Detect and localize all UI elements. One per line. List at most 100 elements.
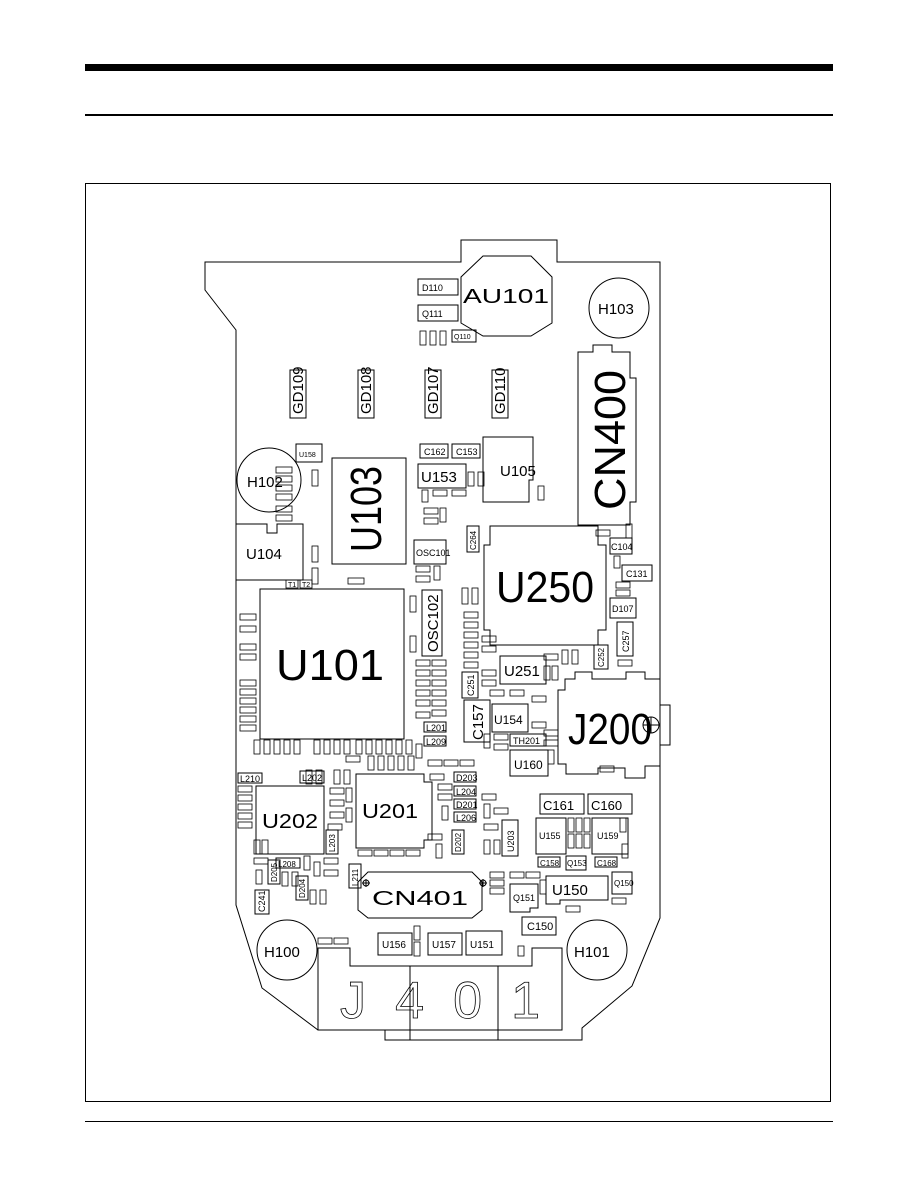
c158-outline [537, 856, 561, 868]
d204-label: D204 [298, 878, 307, 898]
l211-label: L211 [351, 868, 360, 886]
h100-label: H100 [264, 944, 300, 961]
u103-label: U103 [342, 466, 391, 552]
l206-outline [453, 811, 477, 823]
u201-label: U201 [362, 801, 418, 823]
l209-label: L209 [426, 737, 446, 747]
au101-outline [460, 255, 553, 337]
u101-label: U101 [276, 641, 384, 690]
d202-label: D202 [454, 832, 463, 852]
u251-outline [499, 655, 547, 685]
c168-outline [594, 856, 618, 868]
u151-label: U151 [470, 940, 494, 951]
c264-outline [466, 525, 480, 553]
c168-label: C168 [597, 859, 617, 868]
q151-outline [509, 883, 539, 913]
c104-label: C104 [611, 542, 633, 552]
u159-label: U159 [597, 831, 619, 841]
q153-outline [565, 855, 587, 871]
u103-outline [331, 457, 407, 565]
u250-label: U250 [496, 563, 594, 612]
header-rule-thick [85, 64, 833, 71]
osc102-label: OSC102 [425, 594, 442, 652]
u158-outline [295, 443, 323, 463]
h103-label: H103 [598, 301, 634, 318]
c162-label: C162 [424, 447, 446, 457]
u151-outline [465, 930, 503, 956]
d203-label: D203 [456, 773, 478, 783]
gd107-outline [424, 369, 442, 419]
l208-label: L208 [278, 860, 296, 869]
c251-label: C251 [466, 674, 476, 696]
cn400-label: CN400 [586, 370, 635, 510]
c160-outline [587, 793, 633, 815]
u153-outline [417, 463, 467, 489]
d107-label: D107 [612, 604, 634, 614]
gd110-label: GD110 [492, 368, 509, 414]
l210-outline [237, 772, 263, 784]
c162-outline [419, 443, 449, 459]
u155-outline [535, 817, 567, 855]
d201-outline [453, 798, 477, 810]
c252-outline [593, 644, 609, 670]
l210-label: L210 [240, 774, 260, 784]
q111-outline [417, 304, 459, 322]
c153-outline [451, 443, 481, 459]
d202-outline [451, 829, 465, 855]
u155-label: U155 [539, 831, 561, 841]
d110-label: D110 [422, 283, 443, 293]
h101-outline [566, 919, 628, 981]
c104-outline [609, 537, 633, 555]
j401-label: J401 [340, 972, 540, 1030]
osc101-outline [413, 539, 447, 565]
d110-outline [417, 278, 459, 296]
u251-label: U251 [504, 663, 540, 680]
u156-label: U156 [382, 940, 406, 951]
h101-label: H101 [574, 944, 610, 961]
d107-outline [609, 597, 637, 619]
small-passive-footprints [237, 330, 633, 957]
u157-label: U157 [432, 940, 456, 951]
l206-label: L206 [456, 813, 476, 823]
board-outline [204, 239, 661, 1041]
h102-label: H102 [247, 474, 283, 491]
u154-outline [491, 703, 529, 733]
t2-label: T2 [302, 582, 310, 589]
u154-label: U154 [494, 713, 523, 727]
c257-outline [616, 621, 634, 657]
u156-outline [377, 932, 413, 956]
u202-label: U202 [262, 811, 318, 833]
u159-outline [591, 817, 629, 855]
c131-outline [621, 564, 653, 582]
c252-label: C252 [597, 647, 606, 667]
l211-outline [348, 863, 362, 889]
c157-label: C157 [470, 704, 487, 740]
u104-label: U104 [246, 546, 282, 563]
c241-label: C241 [257, 890, 267, 912]
u101-outline [259, 588, 405, 740]
c131-label: C131 [626, 569, 648, 579]
q150-label: Q150 [614, 879, 634, 888]
u153-label: U153 [421, 469, 457, 486]
d203-outline [453, 771, 477, 783]
gd108-outline [357, 369, 375, 419]
t1-label: T1 [288, 582, 296, 589]
q151-label: Q151 [513, 893, 535, 903]
c264-label: C264 [469, 530, 478, 550]
c158-label: C158 [540, 859, 560, 868]
c157-outline [463, 699, 491, 743]
j200-label: J200 [568, 705, 652, 754]
h102-outline [236, 447, 302, 513]
u150-label: U150 [552, 882, 588, 899]
u104-outline [235, 523, 304, 581]
header-rule-thin [85, 114, 833, 116]
gd107-label: GD107 [425, 366, 442, 414]
u203-label: U203 [506, 830, 516, 852]
u105-outline [482, 436, 534, 503]
u150-outline [545, 875, 609, 905]
osc102-outline [421, 589, 443, 657]
c251-outline [461, 671, 479, 699]
u202-outline [255, 785, 325, 855]
q111-label: Q111 [422, 309, 443, 319]
